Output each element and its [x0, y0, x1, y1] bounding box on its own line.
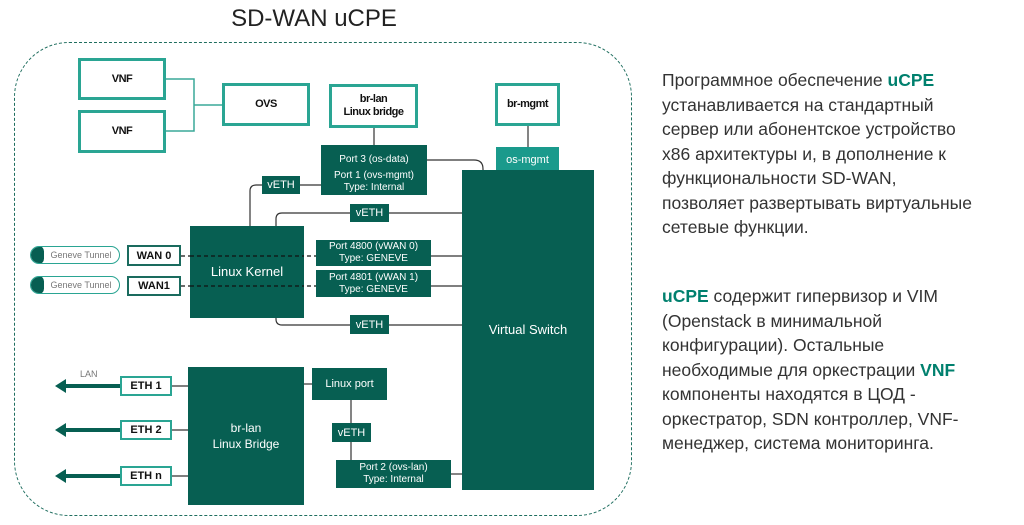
ovs-box: OVS: [222, 83, 310, 126]
description-line: (Openstack в минимальной: [662, 309, 959, 334]
port2-box: Port 2 (ovs-lan) Type: Internal: [336, 460, 451, 488]
tunnel-cap-icon: [31, 247, 44, 263]
description-line: функциональности SD-WAN,: [662, 166, 972, 191]
description-line: сервер или абонентское устройство: [662, 117, 972, 142]
description-line: сетевые функции.: [662, 215, 972, 240]
description-line: x86 архитектуры и, в дополнение к: [662, 142, 972, 167]
br-mgmt-box: br-mgmt: [495, 83, 560, 126]
vnf-box-1: VNF: [78, 58, 166, 100]
br-lan-linux-bridge-box: br-lan Linux Bridge: [188, 367, 304, 505]
port3-vswitch-link: [427, 159, 484, 170]
description-paragraph-2: uCPE содержит гипервизор и VIM(Openstack…: [662, 284, 959, 456]
vnf-ovs-link: [166, 78, 222, 132]
veth3-link: [275, 318, 462, 326]
text-segment: сервер или абонентское устройство: [662, 119, 956, 139]
text-segment: менеджер, система мониторинга.: [662, 433, 934, 453]
description-line: uCPE содержит гипервизор и VIM: [662, 284, 959, 309]
veth-box-4: vETH: [332, 423, 371, 442]
diagram-title: SD-WAN uCPE: [231, 5, 397, 32]
veth2-link: [275, 212, 462, 226]
highlight-term: VNF: [920, 359, 956, 380]
port4800-box: Port 4800 (vWAN 0) Type: GENEVE: [316, 240, 431, 266]
lan-label: LAN: [80, 369, 98, 379]
veth1-kernel-link: [249, 184, 321, 226]
tunnel-label: Geneve Tunnel: [50, 250, 112, 260]
text-segment: позволяет развертывать виртуальные: [662, 192, 972, 213]
tunnel-cap-icon: [31, 277, 44, 293]
description-line: конфигурации). Остальные: [662, 333, 959, 358]
text-segment: x86 архитектуры и, в дополнение к: [662, 143, 946, 164]
highlight-term: uCPE: [887, 70, 935, 90]
virtual-switch-box: Virtual Switch: [462, 170, 594, 490]
eth-bridge-links: [172, 385, 188, 477]
text-segment: Программное обеспечение: [662, 70, 888, 90]
tunnel-label: Geneve Tunnel: [50, 280, 112, 290]
linux-kernel-box: Linux Kernel: [190, 226, 304, 318]
description-line: устанавливается на стандартный: [662, 93, 972, 118]
ucpe-boundary: [14, 42, 632, 516]
description-line: необходимые для оркестрации VNF: [662, 358, 959, 383]
text-segment: необходимые для оркестрации: [662, 359, 921, 380]
description-line: оркестратор, SDN контроллер, VNF-: [662, 407, 959, 432]
eth1-box: ETH 1: [120, 376, 172, 396]
text-segment: устанавливается на стандартный: [662, 94, 934, 115]
linux-port-box: Linux port: [312, 368, 387, 400]
port1-box: Port 1 (ovs-mgmt) Type: Internal: [321, 168, 427, 195]
veth-box-2: vETH: [350, 204, 389, 222]
vnf-box-2: VNF: [78, 110, 166, 153]
description-line: позволяет развертывать виртуальные: [662, 191, 972, 216]
text-segment: функциональности SD-WAN,: [662, 168, 897, 188]
veth-box-1: vETH: [262, 176, 300, 194]
geneve-tunnel-2: Geneve Tunnel: [30, 276, 120, 294]
text-segment: (Openstack в минимальной: [662, 310, 883, 331]
wan1-box: WAN1: [127, 276, 181, 296]
text-segment: содержит гипервизор и VIM: [708, 286, 938, 306]
highlight-term: uCPE: [662, 286, 709, 306]
description-line: Программное обеспечение uCPE: [662, 68, 972, 93]
port4801-box: Port 4801 (vWAN 1) Type: GENEVE: [316, 270, 431, 297]
text-segment: компоненты находятся в ЦОД -: [662, 384, 916, 404]
ethn-box: ETH n: [120, 466, 172, 486]
text-segment: сетевые функции.: [662, 217, 809, 237]
description-line: менеджер, система мониторинга.: [662, 431, 959, 456]
eth2-box: ETH 2: [120, 420, 172, 440]
veth-box-3: vETH: [350, 315, 389, 334]
wan0-box: WAN 0: [127, 245, 181, 266]
geneve-tunnel-1: Geneve Tunnel: [30, 246, 120, 264]
description-line: компоненты находятся в ЦОД -: [662, 382, 959, 407]
br-lan-bridge-box: br-lan Linux bridge: [329, 84, 418, 128]
text-segment: оркестратор, SDN контроллер, VNF-: [662, 408, 959, 429]
os-mgmt-box: os-mgmt: [496, 147, 559, 173]
text-segment: конфигурации). Остальные: [662, 335, 885, 355]
